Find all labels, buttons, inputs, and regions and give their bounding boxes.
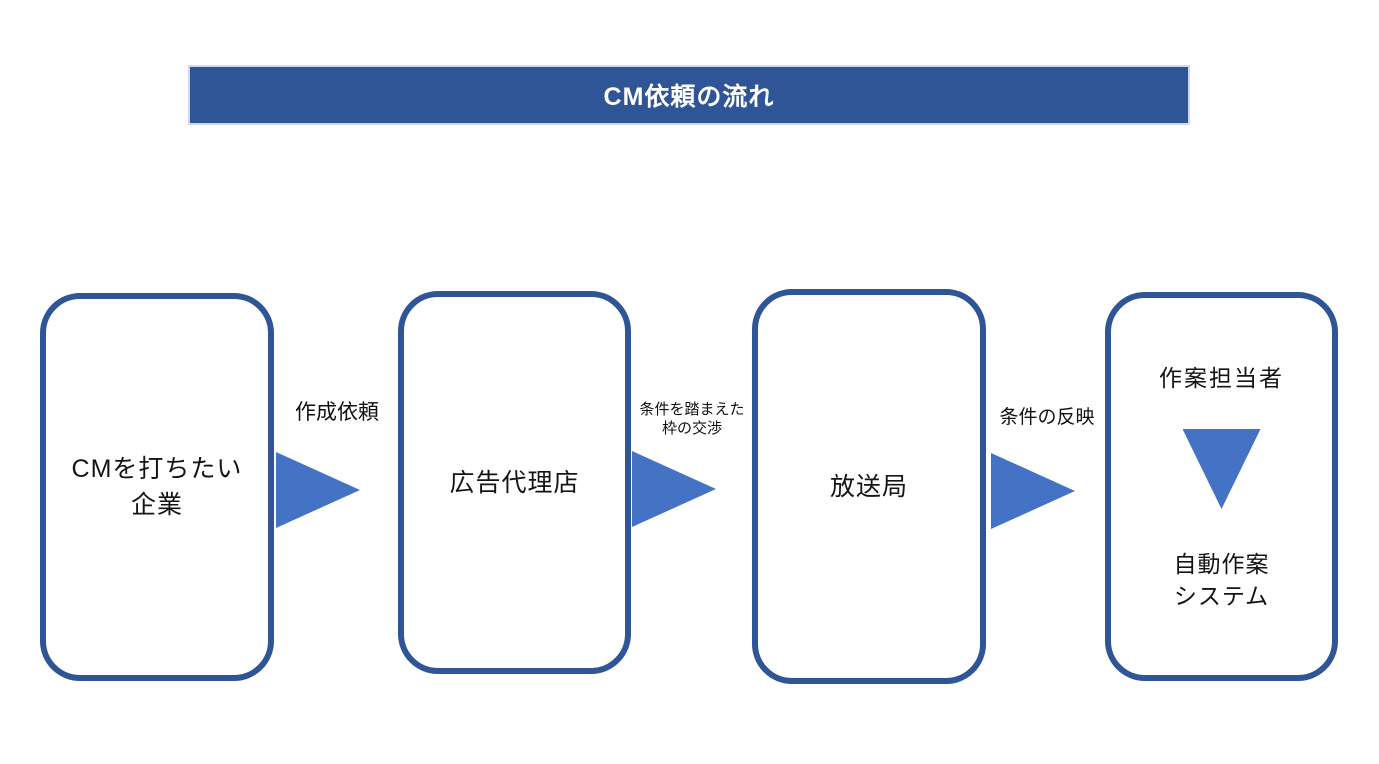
connector-2-label-line-1: 条件を踏まえた [639,401,745,418]
flow-box-company: CMを打ちたい 企業 [40,293,274,681]
slide-title: CM依頼の流れ [603,83,775,111]
flow-box-company-label: CMを打ちたい 企業 [72,451,243,523]
connector-label-condition-reflection: 条件の反映 [984,402,1110,429]
connector-3-label-line: 条件の反映 [999,407,1095,428]
connector-1-label-line: 作成依頼 [295,401,379,424]
system-label-line-1: 自動作案 [1173,551,1270,577]
flow-box-drafting-system: 作案担当者 自動作案 システム [1105,292,1338,681]
system-label-line-2: システム [1173,583,1270,609]
down-arrow-icon [1182,429,1261,509]
company-label-line-2: 企業 [130,491,183,519]
flow-box-agency: 広告代理店 [398,291,631,674]
title-banner: CM依頼の流れ [188,65,1190,125]
right-arrow-icon [632,451,716,527]
company-label-line-1: CMを打ちたい [71,455,243,483]
connector-2-label-line-2: 枠の交渉 [661,420,722,437]
right-arrow-icon [276,452,360,528]
drafting-staff-label: 作案担当者 [1159,365,1284,391]
broadcaster-label: 放送局 [829,472,908,501]
agency-label: 広告代理店 [449,468,580,497]
connector-label-creation-request: 作成依頼 [275,396,399,426]
right-arrow-icon [991,453,1075,529]
connector-label-slot-negotiation: 条件を踏まえた 枠の交渉 [620,400,764,438]
flow-box-broadcaster: 放送局 [752,289,986,684]
auto-drafting-system-label: 自動作案 システム [1111,548,1332,612]
